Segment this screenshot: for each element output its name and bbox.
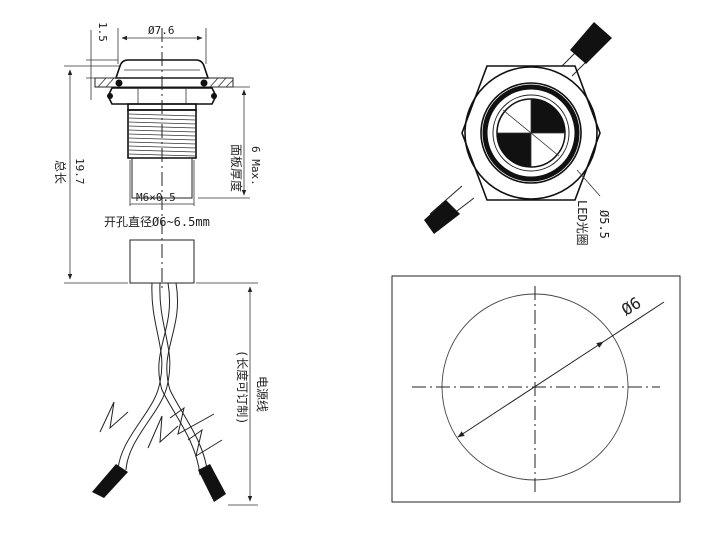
label-led-ring-text: LED光圈 bbox=[575, 200, 589, 246]
cutout-view: Ø6 bbox=[391, 275, 681, 503]
hex-outline bbox=[461, 65, 601, 201]
label-thread: M6×0.5 bbox=[136, 191, 176, 204]
label-cutout-diameter: Ø6 bbox=[618, 293, 644, 319]
label-cable-text: 电源线 bbox=[255, 376, 269, 412]
label-hole: 开孔直径Ø6~6.5mm bbox=[104, 215, 210, 229]
label-cable-note: (长度可订制) bbox=[235, 350, 250, 424]
label-led-ring-value: Ø5.5 bbox=[597, 210, 611, 239]
dim-thickness-top: 1.5 bbox=[86, 22, 118, 100]
label-panel-text: 面板厚度 bbox=[229, 144, 244, 192]
bezel-head bbox=[114, 59, 210, 79]
side-view: Ø7.6 1.5 19.7 总长 6 Max. 面板厚度 bbox=[53, 22, 269, 506]
dim-cable: 电源线 (长度可订制) bbox=[196, 282, 269, 506]
dim-thread: M6×0.5 bbox=[129, 160, 195, 206]
cutout-frame bbox=[391, 275, 681, 503]
power-cable bbox=[92, 282, 226, 502]
label-thickness-top: 1.5 bbox=[96, 22, 109, 42]
label-total-length-value: 19.7 bbox=[73, 158, 86, 185]
panel bbox=[94, 77, 234, 88]
led-indicator bbox=[496, 98, 566, 168]
dim-panel-thickness: 6 Max. 面板厚度 bbox=[198, 86, 262, 199]
label-total-length-text: 总长 bbox=[53, 160, 67, 184]
label-diameter-top: Ø7.6 bbox=[148, 24, 175, 37]
label-panel-max: 6 Max. bbox=[249, 146, 262, 186]
dim-total-length: 19.7 总长 bbox=[53, 65, 128, 284]
front-view: Ø5.5 LED光圈 bbox=[424, 22, 612, 246]
dim-diameter-top: Ø7.6 bbox=[117, 24, 207, 64]
